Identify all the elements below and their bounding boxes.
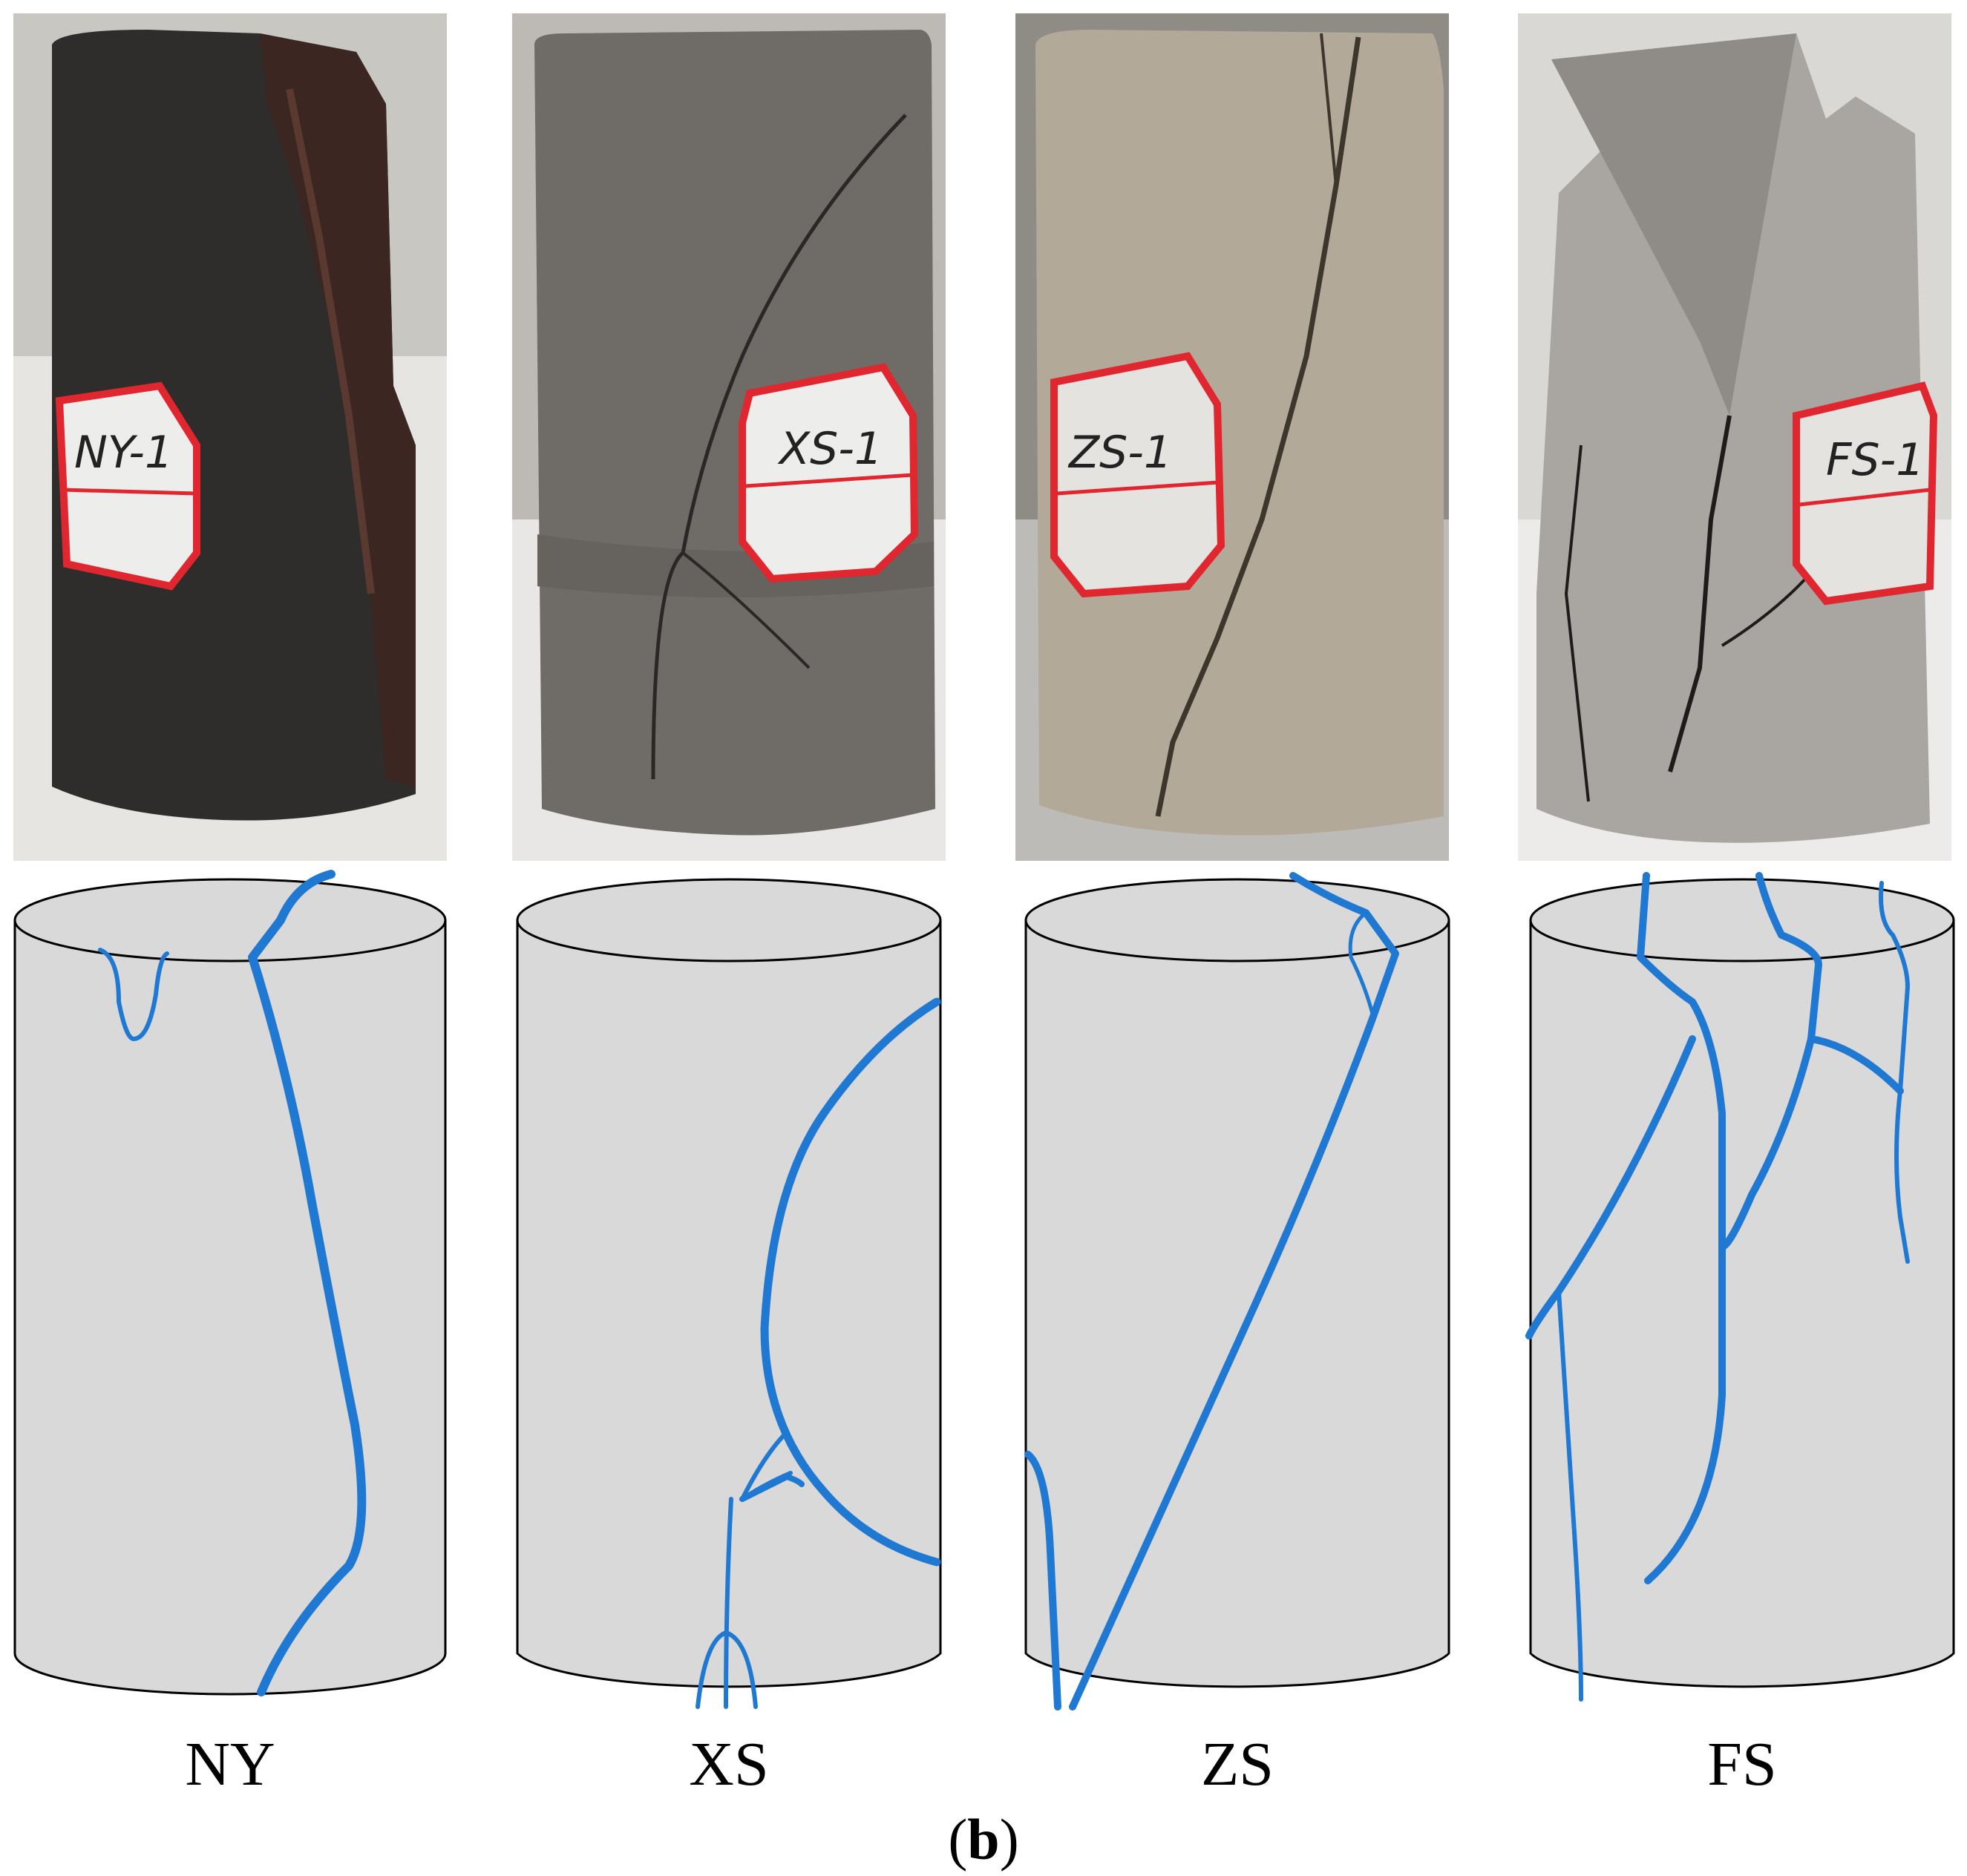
crack-fs-right	[1879, 881, 1910, 1093]
cylinder-zs-body	[1024, 919, 1450, 1688]
caption-xs: XS	[689, 1730, 768, 1799]
crack-ny-small	[98, 948, 169, 1041]
cylinder-fs-body	[1529, 919, 1955, 1688]
photo-ny-tag: NY-1	[55, 381, 200, 591]
photo-fs-tag: FS-1	[1793, 381, 1938, 606]
cylinder-fs-top	[1529, 878, 1955, 962]
crack-zs-branch	[1348, 911, 1375, 1019]
panel-label-open: (	[948, 1807, 967, 1872]
cylinder-ny-top	[13, 878, 447, 962]
photo-fs-core	[1536, 33, 1930, 843]
schematic-row	[13, 870, 1955, 1711]
cylinder-zs-top	[1024, 878, 1450, 962]
photo-ny: NY-1	[13, 13, 447, 861]
photo-fs-crack-left	[1564, 445, 1590, 802]
crack-fs-left	[1637, 872, 1727, 1584]
photo-ny-broken-face	[260, 33, 416, 787]
crack-fs-cross	[1807, 1035, 1904, 1095]
cylinder-ny-body	[13, 919, 447, 1696]
cylinder-ny	[13, 870, 447, 1696]
photo-fs: FS-1	[1518, 13, 1951, 861]
photo-zs-core	[1035, 30, 1444, 836]
photo-zs-tag-text: ZS-1	[1067, 427, 1172, 479]
crack-fs-right-lower	[1894, 1089, 1910, 1264]
photo-fs-crack-center	[1668, 415, 1732, 773]
cylinder-zs	[1024, 872, 1450, 1711]
photo-xs-core	[534, 30, 935, 836]
photo-xs: XS-1	[512, 13, 946, 861]
cylinder-xs	[516, 878, 942, 1709]
photo-fs-wedge	[1551, 33, 1796, 416]
photo-xs-tag: XS-1	[739, 363, 919, 583]
photo-xs-crack	[651, 114, 907, 780]
caption-fs: FS	[1707, 1730, 1776, 1799]
photo-row: NY-1 XS-1 Z	[13, 13, 1951, 861]
panel-label-letter: b	[967, 1807, 999, 1872]
crack-fs-diag	[1525, 1035, 1696, 1339]
panel-label-close: )	[1000, 1807, 1019, 1872]
crack-ny-main	[248, 870, 367, 1696]
crack-xs-stem	[724, 1497, 733, 1709]
photo-xs-crack-branch	[681, 551, 811, 669]
photo-zs-tag: ZS-1	[1050, 352, 1225, 598]
cylinder-fs	[1525, 872, 1955, 1702]
captions: NY XS ZS FS	[185, 1730, 1776, 1799]
photo-zs-crack-top	[1320, 33, 1338, 186]
caption-ny: NY	[185, 1730, 275, 1799]
photo-xs-tag-text: XS-1	[777, 423, 883, 475]
photo-ny-fracture-streak	[286, 88, 375, 594]
crack-fs-lower-left	[1557, 1289, 1583, 1702]
crack-zs-main	[1069, 872, 1399, 1711]
photo-fs-tag-text: FS-1	[1826, 434, 1924, 486]
photo-ny-tag-text: NY-1	[74, 427, 173, 479]
crack-xs-arc	[760, 997, 941, 1567]
cylinder-xs-body	[516, 919, 942, 1688]
cylinder-xs-top	[516, 878, 942, 962]
crack-fs-middle	[1718, 872, 1822, 1250]
crack-zs-left	[1024, 1451, 1061, 1711]
panel-label: (b)	[948, 1807, 1018, 1872]
crack-xs-link	[739, 1474, 805, 1502]
caption-zs: ZS	[1201, 1730, 1274, 1799]
crack-xs-loop	[696, 1630, 758, 1709]
photo-zs: ZS-1	[1015, 13, 1449, 861]
